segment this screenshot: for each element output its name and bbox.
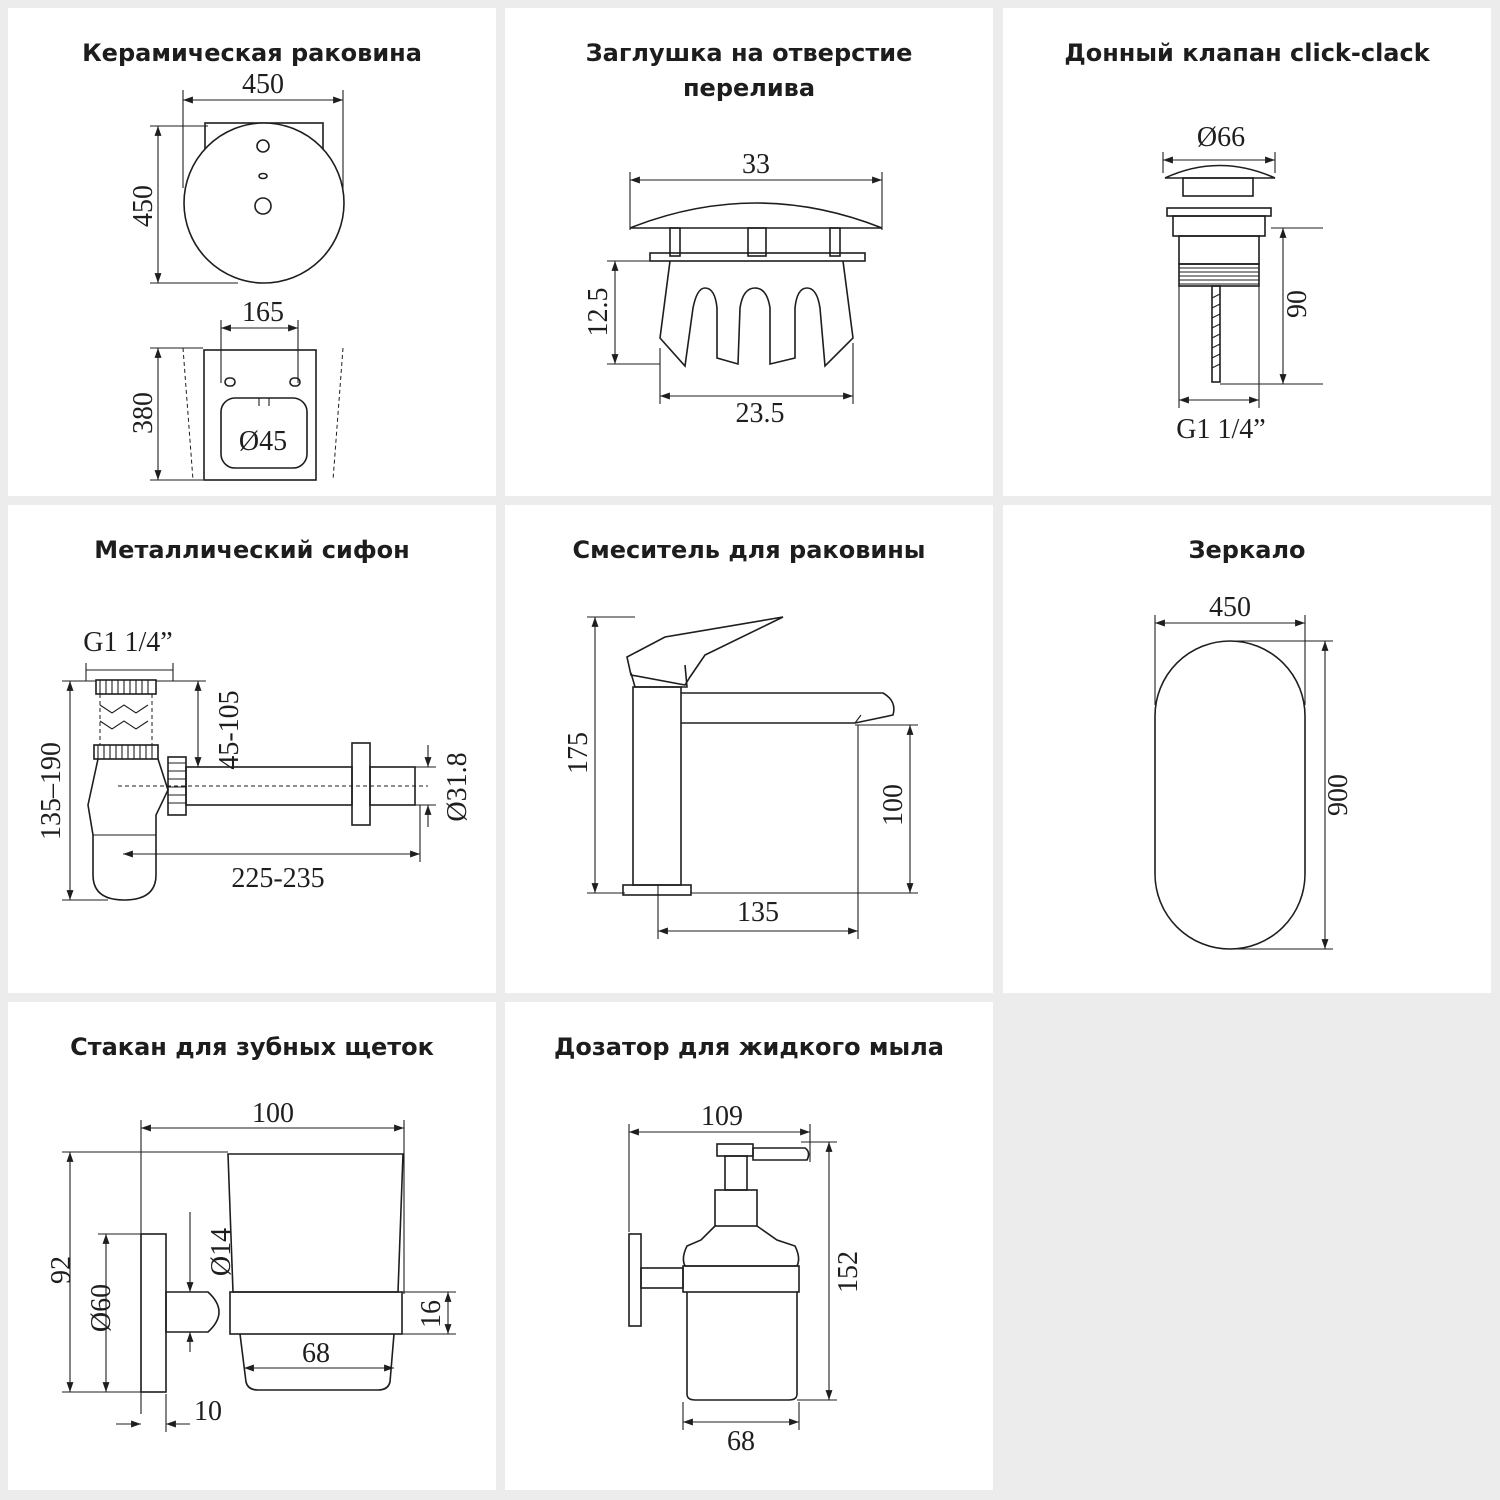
panel-title: Зеркало xyxy=(1188,536,1306,564)
dispenser-drawing: 109 152 68 xyxy=(628,1101,864,1457)
panel-title: Смеситель для раковины xyxy=(572,536,926,564)
dispenser-bottle-width-label: 68 xyxy=(727,1426,755,1457)
valve-diameter-label: Ø66 xyxy=(1197,122,1245,153)
panel-title: Донный клапан click-clack xyxy=(1064,39,1430,67)
basin-height-label: 450 xyxy=(128,185,159,227)
siphon-adjust-label: 45-105 xyxy=(214,690,245,769)
mirror-drawing: 450 900 xyxy=(1154,592,1354,950)
hole-spacing-label: 165 xyxy=(242,297,284,328)
panel-title: Керамическая раковина xyxy=(82,39,422,67)
panel-metal-siphon: Металлический сифон G1 1/4” 135–190 45-1… xyxy=(8,505,496,993)
tumbler-flange-depth-label: 10 xyxy=(194,1396,222,1427)
tumbler-flange-diameter-label: Ø60 xyxy=(86,1284,117,1332)
panel-soap-dispenser: Дозатор для жидкого мыла 109 152 68 xyxy=(505,1002,993,1490)
basin-width-label: 450 xyxy=(242,69,284,100)
basin-depth-label: 380 xyxy=(128,392,159,434)
siphon-height-label: 135–190 xyxy=(36,742,67,840)
mixer-spout-height-label: 100 xyxy=(878,784,909,826)
cap-inner-width-label: 23.5 xyxy=(736,398,785,429)
tumbler-height-label: 92 xyxy=(46,1256,77,1284)
basin-drawing: 450 450 165 380 Ø45 xyxy=(128,69,345,481)
dispenser-height-label: 152 xyxy=(833,1251,864,1293)
siphon-pipe-diameter-label: Ø31.8 xyxy=(442,752,473,821)
panel-overflow-cap: Заглушка на отверстие перелива 33 12.5 2… xyxy=(505,8,993,496)
mixer-reach-label: 135 xyxy=(737,897,779,928)
panel-mirror: Зеркало 450 900 xyxy=(1003,505,1491,993)
panel-basin-mixer: Смеситель для раковины 175 100 135 xyxy=(505,505,993,993)
tumbler-drawing: 100 92 Ø60 Ø14 16 68 10 xyxy=(46,1098,456,1432)
tumbler-width-label: 100 xyxy=(252,1098,294,1129)
cap-height-label: 12.5 xyxy=(583,288,614,337)
cap-width-label: 33 xyxy=(742,149,770,180)
click-clack-drawing: Ø66 90 G1 1/4” xyxy=(1162,122,1323,445)
panel-title: Заглушка на отверстие перелива xyxy=(585,39,913,102)
mirror-height-label: 900 xyxy=(1323,774,1354,816)
dispenser-width-label: 109 xyxy=(701,1101,743,1132)
panel-title: Металлический сифон xyxy=(94,536,410,564)
mixer-drawing: 175 100 135 xyxy=(563,616,918,939)
mirror-width-label: 450 xyxy=(1209,592,1251,623)
panel-click-clack: Донный клапан click-clack Ø66 90 G1 1/4” xyxy=(1003,8,1491,496)
siphon-length-label: 225-235 xyxy=(231,863,324,894)
tumbler-ring-height-label: 16 xyxy=(416,1300,447,1328)
panel-title: Стакан для зубных щеток xyxy=(70,1033,434,1061)
tumbler-cup-width-label: 68 xyxy=(302,1338,330,1369)
mixer-height-label: 175 xyxy=(563,732,594,774)
overflow-cap-drawing: 33 12.5 23.5 xyxy=(583,149,883,429)
panel-ceramic-basin: Керамическая раковина 450 450 165 380 Ø4… xyxy=(8,8,496,496)
drain-diameter-label: Ø45 xyxy=(239,426,287,457)
panel-title: Дозатор для жидкого мыла xyxy=(554,1033,944,1061)
siphon-drawing: G1 1/4” 135–190 45-105 225-235 Ø31.8 xyxy=(36,627,473,901)
panel-toothbrush-tumbler: Стакан для зубных щеток 100 92 Ø60 Ø14 1… xyxy=(8,1002,496,1490)
valve-height-label: 90 xyxy=(1282,290,1313,318)
valve-thread-label: G1 1/4” xyxy=(1176,414,1265,445)
siphon-thread-label: G1 1/4” xyxy=(83,627,172,658)
